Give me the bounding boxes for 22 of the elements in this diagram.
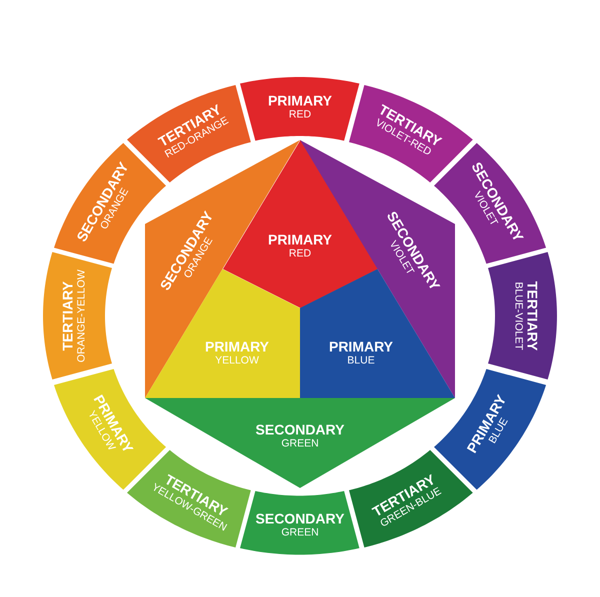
color-name-label: BLUE-VIOLET xyxy=(511,282,524,350)
color-name-label: RED xyxy=(288,248,312,260)
category-label: PRIMARY xyxy=(268,92,332,108)
color-name-label: YELLOW xyxy=(215,354,259,368)
color-name-label: BLUE xyxy=(347,354,375,368)
color-name-label: ORANGE-YELLOW xyxy=(76,270,88,362)
ring-segment xyxy=(240,77,360,141)
ring-segment xyxy=(488,252,557,380)
color-name-label: RED xyxy=(288,108,312,121)
color-name-label: GREEN xyxy=(281,438,319,450)
ring-segment xyxy=(240,491,360,555)
category-label: PRIMARY xyxy=(204,338,270,354)
category-label: TERTIARY xyxy=(524,281,540,351)
category-label: PRIMARY xyxy=(328,338,394,354)
category-label: SECONDARY xyxy=(256,422,344,438)
category-label: SECONDARY xyxy=(256,510,344,527)
category-label: PRIMARY xyxy=(268,232,332,248)
ring-segment xyxy=(126,84,251,182)
ring-segment xyxy=(43,252,112,380)
ring-segment xyxy=(349,84,474,182)
color-name-label: GREEN xyxy=(281,526,319,540)
category-label: TERTIARY xyxy=(60,281,76,351)
